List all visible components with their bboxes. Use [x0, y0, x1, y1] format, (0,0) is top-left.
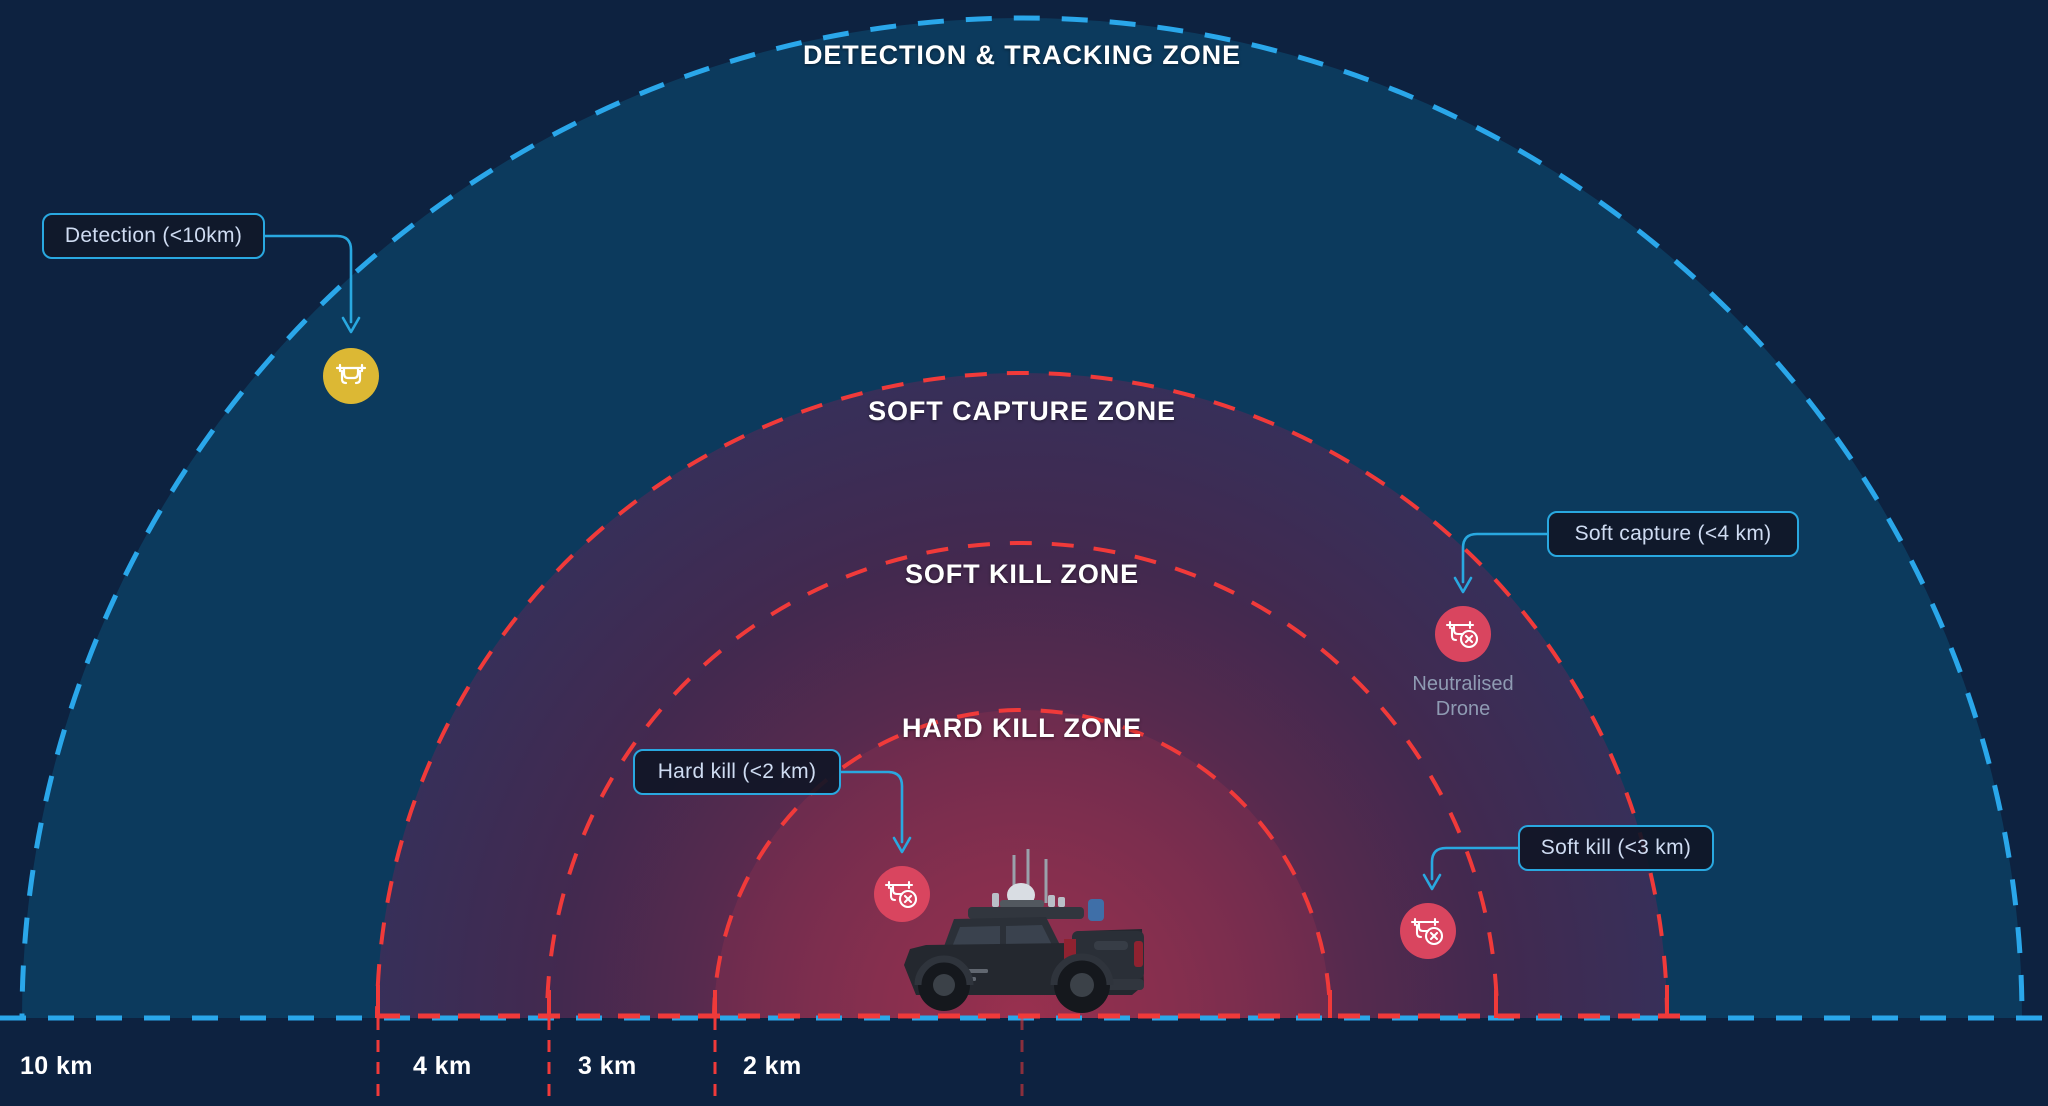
- zone-title-detection: DETECTION & TRACKING ZONE: [803, 40, 1241, 70]
- drone-neutralised-icon: [1445, 620, 1479, 649]
- arc-end-ticks: [376, 985, 1669, 1018]
- callout-detection-label[interactable]: Detection (<10km): [42, 213, 265, 259]
- connector-soft-capture-arrowhead: [1453, 576, 1473, 594]
- drone-icon-neutralised-soft-capture[interactable]: [1435, 606, 1491, 662]
- scale-label-10km: 10 km: [20, 1052, 93, 1080]
- neutralised-drone-caption: Neutralised Drone: [1412, 673, 1514, 720]
- connector-soft-kill: [1430, 846, 1520, 881]
- connector-soft-kill-arrowhead: [1422, 873, 1442, 891]
- connector-detection: [263, 234, 353, 324]
- scale-boundary-ticks: [376, 1018, 1024, 1106]
- drone-icon-detected[interactable]: [323, 348, 379, 404]
- drone-icon: [335, 363, 367, 385]
- connector-detection-arrowhead: [341, 316, 361, 334]
- drone-neutralised-icon: [884, 880, 918, 909]
- connector-soft-capture: [1461, 532, 1549, 584]
- connector-hard-kill-arrowhead: [892, 836, 912, 854]
- hard-kill-zone-fill: [714, 710, 1330, 1018]
- soft-capture-zone-arc: [375, 371, 1669, 1018]
- detection-zone-arc: [19, 15, 2025, 1018]
- scale-label-4km: 4 km: [413, 1052, 472, 1080]
- drone-icon-neutralised-hard-kill[interactable]: [874, 866, 930, 922]
- scale-label-3km: 3 km: [578, 1052, 637, 1080]
- counter-uas-pickup-truck: [904, 849, 1144, 1013]
- zone-title-hard-kill: HARD KILL ZONE: [901, 713, 1143, 743]
- zone-title-soft-capture: SOFT CAPTURE ZONE: [868, 396, 1176, 426]
- soft-kill-zone-fill: [547, 543, 1497, 1018]
- scale-label-2km: 2 km: [743, 1052, 802, 1080]
- callout-soft-capture-label[interactable]: Soft capture (<4 km): [1547, 511, 1799, 557]
- drone-neutralised-icon: [1410, 917, 1444, 946]
- truck-wheels: [918, 957, 1110, 1013]
- zone-title-soft-kill: SOFT KILL ZONE: [904, 559, 1140, 589]
- drone-icon-neutralised-soft-kill[interactable]: [1400, 903, 1456, 959]
- soft-kill-zone-arc: [545, 541, 1499, 1018]
- callout-hard-kill-label[interactable]: Hard kill (<2 km): [633, 749, 841, 795]
- callout-soft-kill-label[interactable]: Soft kill (<3 km): [1518, 825, 1714, 871]
- connector-hard-kill: [839, 770, 904, 844]
- mast-sensor: [1088, 899, 1104, 921]
